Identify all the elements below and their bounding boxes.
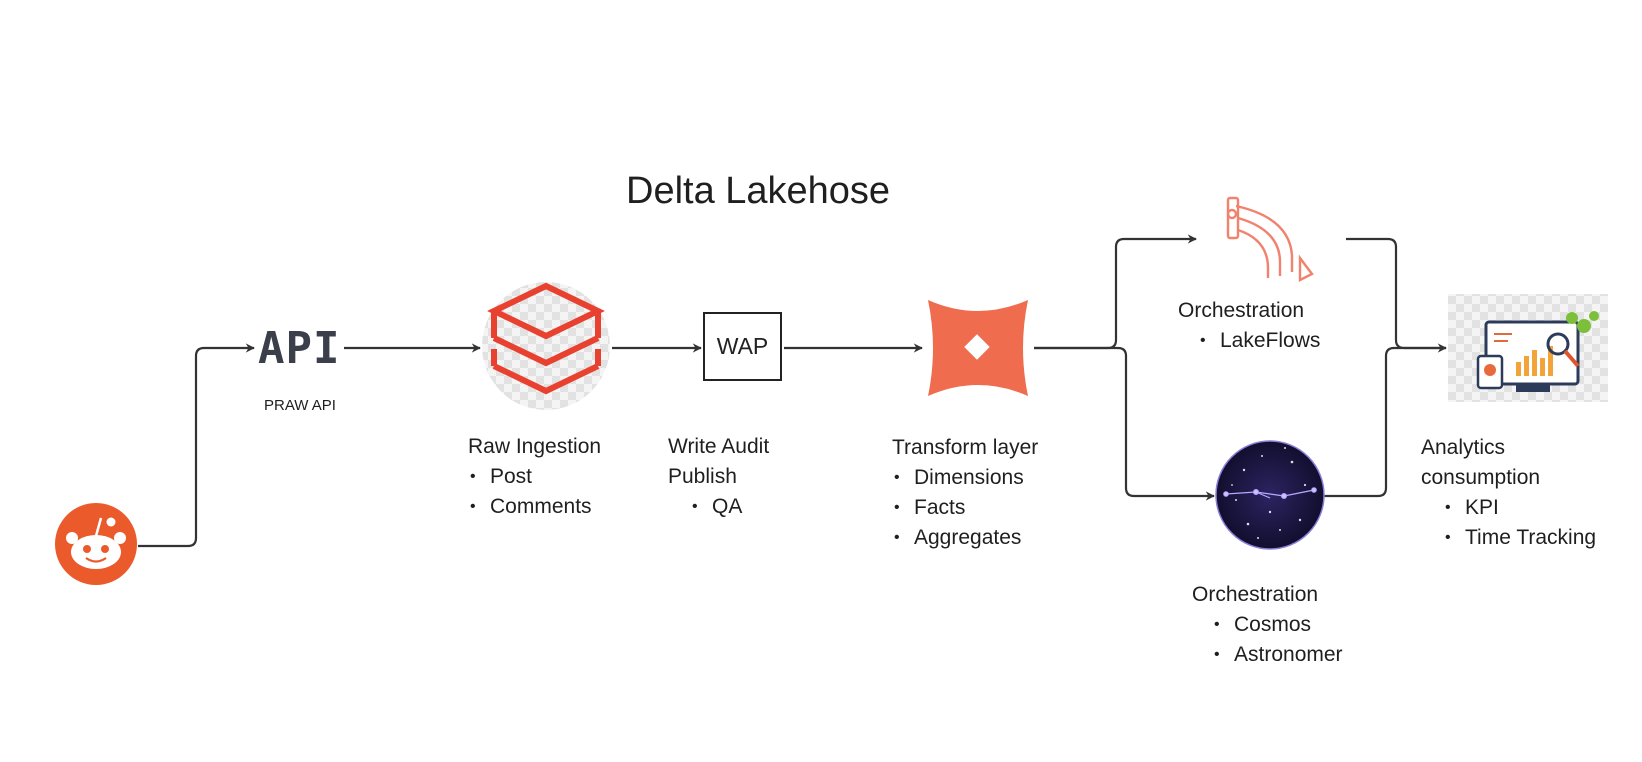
- orchestration-cosmos-block: Orchestration Cosmos Astronomer: [1192, 580, 1343, 670]
- databricks-icon: [482, 282, 610, 410]
- transform-item-facts: Facts: [892, 493, 1038, 523]
- analytics-title-line2: consumption: [1421, 466, 1541, 489]
- orch-item-cosmos: Cosmos: [1212, 610, 1343, 640]
- analytics-title-line1: Analytics: [1421, 436, 1506, 459]
- connectors: [138, 234, 1447, 548]
- orchestration-lakeflow-block: Orchestration LakeFlows: [1178, 296, 1320, 356]
- transform-item-dimensions: Dimensions: [892, 463, 1038, 493]
- orch-item-astronomer: Astronomer: [1212, 640, 1343, 670]
- wap-box: WAP: [703, 312, 782, 381]
- edge-transform-cosmos: [1034, 346, 1215, 501]
- transform-title: Transform layer: [892, 436, 1039, 459]
- api-icon: API: [258, 323, 341, 374]
- wap-item-qa: QA: [690, 492, 769, 522]
- dbt-icon: [928, 300, 1028, 396]
- orch-item-lakeflows: LakeFlows: [1198, 326, 1320, 356]
- wap-title-line1: Write Audit: [668, 435, 770, 458]
- raw-item-comments: Comments: [468, 492, 601, 522]
- orchestration-cosmos-title: Orchestration: [1192, 583, 1319, 606]
- wap-block: Write Audit Publish QA: [668, 432, 769, 522]
- analytics-item-kpi: KPI: [1443, 493, 1596, 523]
- analytics-block: Analytics consumption KPI Time Tracking: [1421, 433, 1596, 553]
- transform-item-aggregates: Aggregates: [892, 523, 1038, 553]
- analytics-item-time-tracking: Time Tracking: [1443, 523, 1596, 553]
- wap-title-line2: Publish: [668, 465, 737, 488]
- cosmos-icon: [1215, 440, 1325, 550]
- orchestration-lakeflow-title: Orchestration: [1178, 299, 1305, 322]
- raw-ingestion-title: Raw Ingestion: [468, 435, 602, 458]
- edge-reddit-api: [138, 343, 255, 548]
- raw-ingestion-block: Raw Ingestion Post Comments: [468, 432, 601, 522]
- lakeflow-icon: [1226, 196, 1314, 282]
- diagram-title: Delta Lakehose: [626, 170, 891, 212]
- edge-cosmos-analytics: [1324, 346, 1446, 498]
- edge-transform-lakeflow: [1034, 234, 1197, 350]
- analytics-dashboard-icon: [1448, 294, 1608, 402]
- transform-block: Transform layer Dimensions Facts Aggrega…: [892, 433, 1038, 553]
- reddit-icon: [55, 503, 137, 585]
- edge-lakeflow-analytics: [1346, 237, 1447, 353]
- api-label: PRAW API: [264, 397, 336, 414]
- raw-item-post: Post: [468, 462, 601, 492]
